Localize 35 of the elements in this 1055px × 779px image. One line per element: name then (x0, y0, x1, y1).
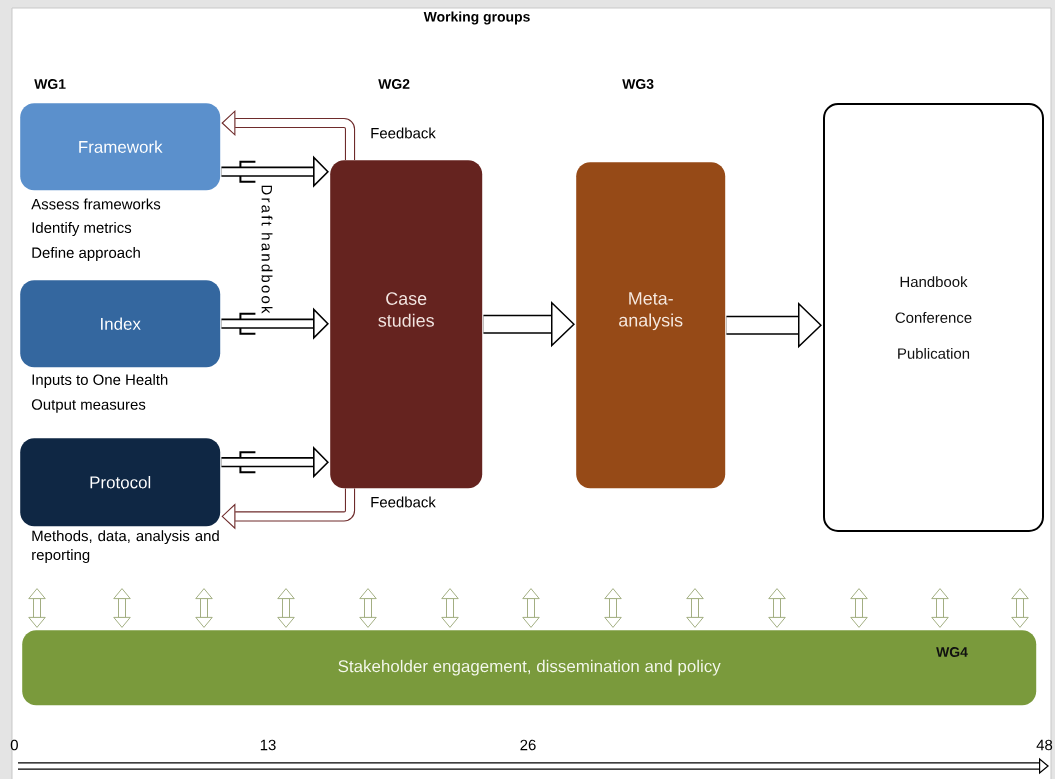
tick-label: 13 (260, 739, 276, 751)
process-box: Protocol (20, 438, 221, 527)
process-box: Meta-analysis (576, 162, 726, 489)
double-arrow (1011, 588, 1029, 628)
double-arrow (850, 588, 868, 628)
description-text: Identify metrics (32, 222, 132, 236)
description-text: Define approach (32, 247, 140, 261)
double-arrow (604, 588, 622, 628)
double-arrow (113, 588, 131, 628)
double-arrow (195, 588, 213, 628)
double-arrow (522, 588, 540, 628)
double-arrow (768, 588, 786, 628)
process-box: Case studies (330, 160, 483, 489)
arrow (221, 488, 356, 530)
description-text: Methods, data, analysis and reporting (32, 530, 219, 564)
group-label: WG2 (378, 79, 410, 89)
description-text: Inputs to One Health (32, 374, 168, 388)
double-arrow (686, 588, 704, 628)
group-label: WG3 (622, 79, 654, 89)
process-box: Index (20, 280, 221, 368)
tick-label: 0 (10, 739, 18, 751)
double-arrow (277, 588, 295, 628)
double-arrow (359, 588, 377, 628)
group-label: WG1 (34, 79, 66, 89)
tick-label: 26 (520, 739, 536, 751)
engagement-band: Stakeholder engagement, dissemination and policy WG4 (22, 630, 1037, 706)
double-arrow (441, 588, 459, 628)
title: Working groups (423, 11, 530, 25)
double-arrow (28, 588, 46, 628)
description-text: Output measures (31, 399, 146, 413)
output-box: Handbook Conference Publication (823, 103, 1044, 532)
double-arrow (931, 588, 949, 628)
tick-label: 48 (1036, 739, 1053, 751)
description-text: Assess frameworks (31, 198, 161, 210)
process-box: Framework (20, 103, 221, 191)
